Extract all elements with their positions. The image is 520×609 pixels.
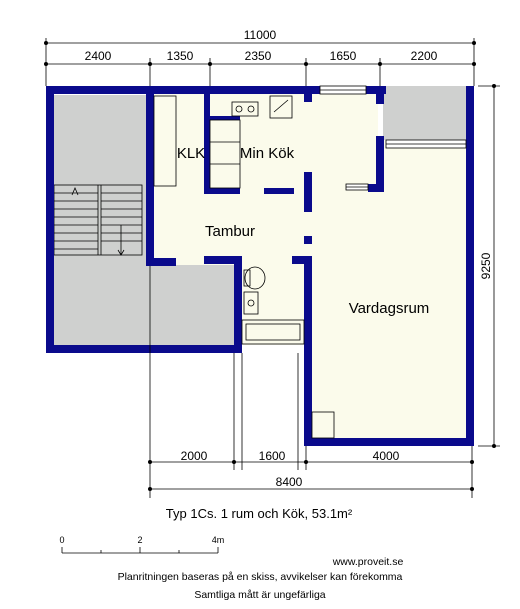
scale-label-4: 4m (212, 535, 225, 545)
staircase (53, 184, 143, 256)
dim-bottom-segment-3: 4000 (373, 449, 400, 463)
footer-website: www.proveit.se (332, 556, 404, 568)
stove (231, 101, 259, 117)
dim-top-segment-1: 2400 (85, 49, 112, 63)
dim-bottom-total: 8400 (276, 475, 303, 489)
dim-top-segment-4: 1650 (330, 49, 357, 63)
dim-top-segment-2: 1350 (167, 49, 194, 63)
scale-label-0: 0 (59, 535, 64, 545)
scale-bar (61, 547, 219, 554)
scale-label-2: 2 (137, 535, 142, 545)
klk-closet (153, 95, 177, 187)
windows (319, 85, 467, 191)
washbasin (243, 291, 259, 315)
toilet (244, 266, 266, 290)
room-label-living: Vardagsrum (349, 300, 430, 317)
room-label-klk: KLK (177, 145, 205, 162)
dim-right-height: 9250 (479, 252, 493, 279)
dimension-ticks (44, 41, 496, 491)
dim-top-segment-3: 2350 (245, 49, 272, 63)
bathtub (241, 319, 305, 345)
balcony-area (383, 86, 469, 140)
kitchen-counter (209, 119, 241, 189)
dim-bottom-segment-1: 2000 (181, 449, 208, 463)
lower-left-area (46, 259, 234, 348)
room-label-kitchen: Min Kök (240, 145, 295, 162)
fixtures (153, 95, 305, 345)
apartment-floor (152, 93, 470, 440)
footer-note-1: Planritningen baseras på en skiss, avvik… (118, 571, 403, 583)
dim-bottom-segment-2: 1600 (259, 449, 286, 463)
room-label-hall: Tambur (205, 223, 255, 240)
footer-note-2: Samtliga mått är ungefärliga (194, 589, 325, 601)
walls (46, 86, 474, 446)
sink (269, 95, 293, 119)
dim-top-segment-5: 2200 (411, 49, 438, 63)
plan-caption: Typ 1Cs. 1 rum och Kök, 53.1m² (166, 506, 353, 521)
dimension-lines (45, 38, 500, 498)
shaded-areas (46, 86, 469, 348)
dim-top-total: 11000 (244, 28, 277, 42)
